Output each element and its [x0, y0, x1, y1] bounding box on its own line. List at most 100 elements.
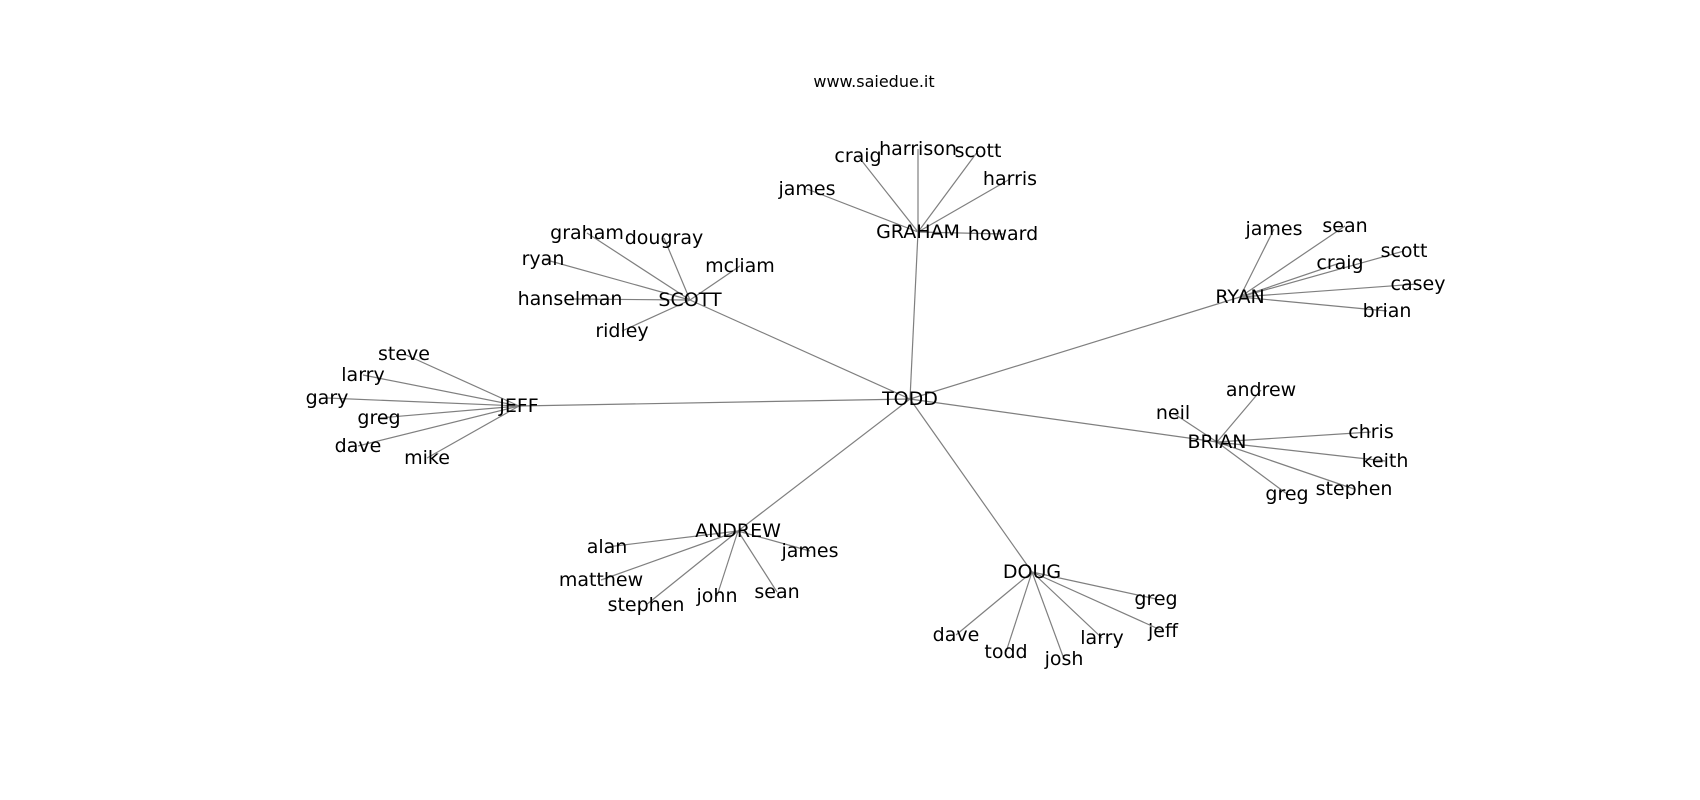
- edge-jeff-dave: [357, 405, 520, 447]
- graph-edges: [326, 149, 1419, 660]
- edge-andrew-alan: [606, 530, 739, 548]
- graph-labels: TODDGRAHAMcraigharrisonscottharrisjamesh…: [306, 138, 1446, 670]
- node-label-andrew-james: james: [780, 540, 838, 562]
- edge-scott-graham: [586, 232, 691, 301]
- node-label-brian-andrew: andrew: [1226, 379, 1296, 401]
- node-label-jeff-mike: mike: [404, 447, 450, 469]
- node-label-doug-josh: josh: [1044, 648, 1084, 670]
- node-label-doug-larry: larry: [1080, 627, 1123, 649]
- edge-graham-craig: [857, 155, 919, 233]
- edge-jeff-mike: [426, 405, 520, 459]
- edge-doug-dave: [955, 571, 1033, 636]
- node-label-scott-ryan: ryan: [522, 248, 565, 270]
- node-label-ryan-sean: sean: [1322, 215, 1367, 237]
- node-label-graham-howard: howard: [968, 223, 1038, 245]
- node-label-ryan-craig: craig: [1316, 252, 1363, 274]
- node-label-brian-keith: keith: [1362, 450, 1409, 472]
- edge-andrew-matthew: [600, 530, 739, 581]
- edge-scott-dougray: [663, 237, 691, 301]
- node-label-jeff-steve: steve: [378, 343, 430, 365]
- node-label-ryan-brian: brian: [1363, 300, 1412, 322]
- edge-doug-todd: [1005, 571, 1033, 653]
- edge-brian-greg: [1216, 441, 1288, 495]
- edge-brian-neil: [1172, 412, 1218, 443]
- node-label-jeff-dave: dave: [335, 435, 382, 457]
- node-label-scott-graham: graham: [550, 222, 624, 244]
- node-label-graham-craig: craig: [834, 145, 881, 167]
- node-label-ryan-james: james: [1244, 218, 1302, 240]
- node-label-graham: GRAHAM: [876, 221, 960, 243]
- edge-graham-james: [806, 188, 919, 233]
- edge-brian-stephen: [1216, 441, 1355, 490]
- edge-jeff-gary: [326, 397, 520, 407]
- edge-brian-andrew: [1216, 389, 1262, 443]
- node-label-doug-dave: dave: [933, 624, 980, 646]
- edge-todd-doug: [909, 398, 1033, 573]
- node-label-doug-todd: todd: [984, 641, 1027, 663]
- edge-ryan-casey: [1239, 283, 1419, 298]
- edge-ryan-scott: [1239, 250, 1405, 298]
- edge-scott-ryan: [542, 258, 691, 301]
- node-label-andrew-stephen: stephen: [608, 594, 685, 616]
- node-label-andrew-matthew: matthew: [559, 569, 643, 591]
- node-label-andrew-john: john: [696, 585, 738, 607]
- edge-ryan-sean: [1239, 225, 1346, 298]
- edge-jeff-larry: [362, 374, 520, 407]
- edge-andrew-sean: [737, 530, 778, 593]
- node-label-brian-chris: chris: [1348, 421, 1393, 443]
- node-label-brian-neil: neil: [1156, 402, 1190, 424]
- node-label-andrew-sean: sean: [754, 581, 799, 603]
- node-label-graham-harris: harris: [983, 168, 1037, 190]
- node-label-jeff-gary: gary: [306, 387, 349, 409]
- edge-ryan-craig: [1239, 262, 1341, 298]
- edge-todd-ryan: [909, 296, 1241, 400]
- node-label-jeff-larry: larry: [341, 364, 384, 386]
- edge-scott-mcliam: [689, 265, 741, 301]
- node-label-doug-jeff: jeff: [1147, 620, 1179, 642]
- page-title: www.saiedue.it: [813, 72, 935, 91]
- edge-todd-scott: [689, 299, 911, 400]
- node-label-doug: DOUG: [1003, 561, 1061, 583]
- edge-andrew-james: [737, 530, 811, 552]
- node-label-todd: TODD: [881, 388, 938, 410]
- edge-scott-ridley: [621, 299, 691, 332]
- edge-andrew-john: [716, 530, 739, 597]
- edge-scott-hanselman: [569, 298, 691, 301]
- node-label-jeff: JEFF: [498, 395, 538, 417]
- node-label-brian-stephen: stephen: [1316, 478, 1393, 500]
- node-label-ryan: RYAN: [1215, 286, 1264, 308]
- edge-todd-brian: [909, 398, 1218, 443]
- node-label-brian: BRIAN: [1187, 431, 1246, 453]
- node-label-jeff-greg: greg: [357, 407, 400, 429]
- edge-brian-keith: [1216, 441, 1386, 462]
- node-label-graham-james: james: [777, 178, 835, 200]
- edge-brian-chris: [1216, 431, 1372, 443]
- edge-graham-howard: [917, 231, 1004, 235]
- edge-andrew-stephen: [645, 530, 739, 606]
- node-label-andrew: ANDREW: [695, 520, 781, 542]
- node-label-doug-greg: greg: [1134, 588, 1177, 610]
- edge-doug-josh: [1031, 571, 1065, 660]
- node-label-graham-scott: scott: [955, 140, 1002, 162]
- node-label-scott: SCOTT: [658, 289, 722, 311]
- edge-graham-harris: [917, 178, 1011, 233]
- edge-doug-larry: [1031, 571, 1103, 639]
- edge-todd-graham: [909, 231, 919, 400]
- node-label-brian-greg: greg: [1265, 483, 1308, 505]
- edge-jeff-greg: [378, 405, 520, 419]
- node-label-scott-dougray: dougray: [625, 227, 704, 249]
- node-label-scott-ridley: ridley: [595, 320, 648, 342]
- edge-doug-greg: [1031, 571, 1157, 600]
- node-label-scott-hanselman: hanselman: [518, 288, 623, 310]
- edge-todd-andrew: [737, 398, 911, 532]
- edge-todd-jeff: [518, 398, 911, 407]
- edge-ryan-james: [1239, 228, 1275, 298]
- node-label-andrew-alan: alan: [587, 536, 628, 558]
- node-label-scott-mcliam: mcliam: [705, 255, 775, 277]
- edge-graham-scott: [917, 150, 979, 233]
- node-label-ryan-casey: casey: [1391, 273, 1446, 295]
- node-label-ryan-scott: scott: [1381, 240, 1428, 262]
- edge-doug-jeff: [1031, 571, 1164, 632]
- edge-jeff-steve: [403, 353, 520, 407]
